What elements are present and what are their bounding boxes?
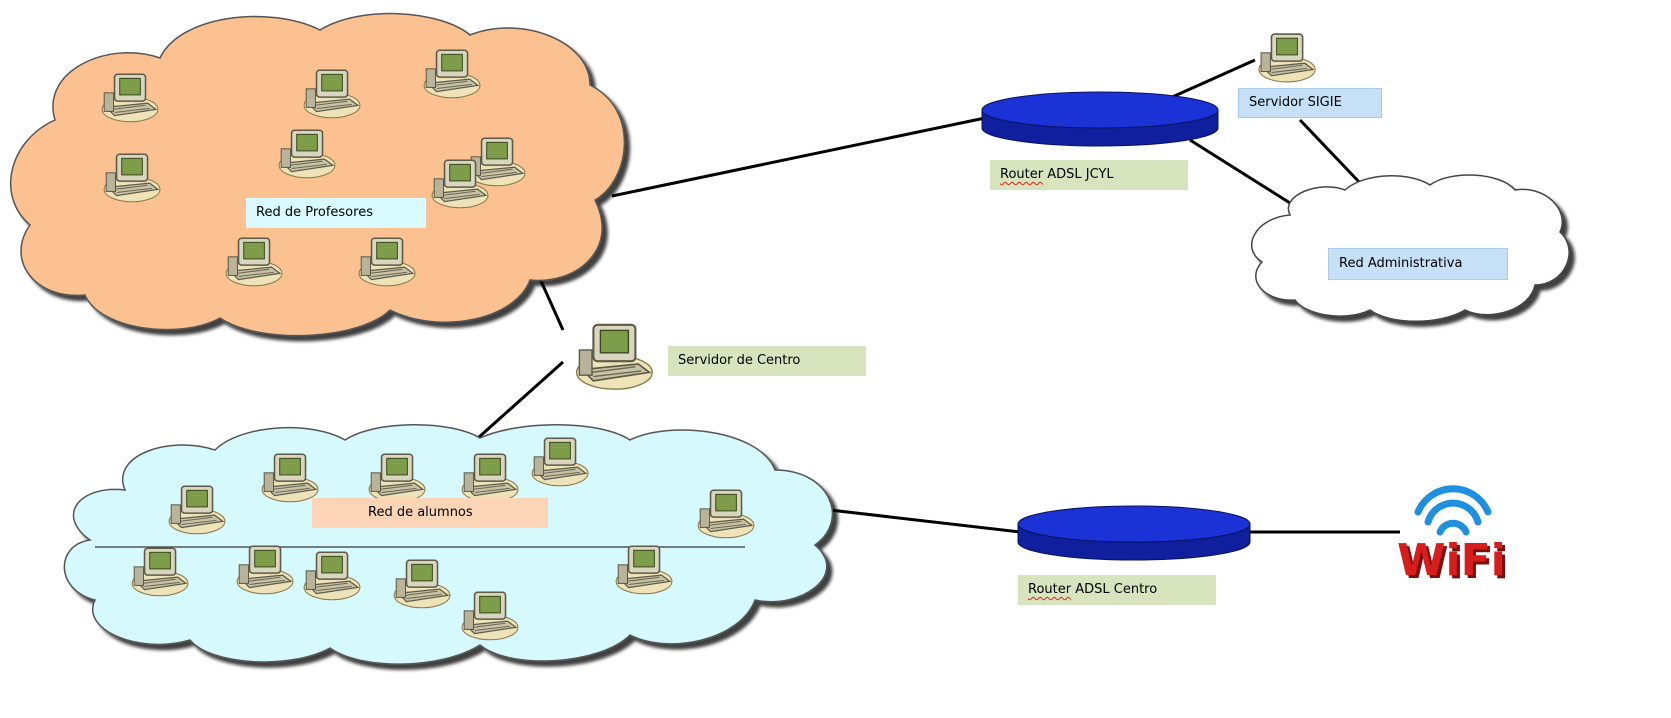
router-jcyl-icon (981, 91, 1219, 147)
label-red-profesores: Red de Profesores (246, 198, 426, 228)
router-centro-word: Router (1028, 582, 1072, 597)
label-router-jcyl: Router ADSL JCYL (990, 160, 1188, 190)
link-alumnos-router-centro (829, 508, 1021, 534)
label-red-administrativa: Red Administrativa (1328, 248, 1508, 280)
router-jcyl-rest: ADSL JCYL (1043, 167, 1114, 182)
wifi-text: WiFi (1397, 535, 1506, 586)
link-sigie-admin (1298, 118, 1364, 187)
server-computer-icon (575, 323, 654, 391)
router-centro-icon (1017, 505, 1251, 561)
router-centro-rest: ADSL Centro (1071, 582, 1158, 597)
alumnos-cloud (63, 424, 834, 665)
wifi-text-shadow: WiFi (1400, 538, 1509, 589)
label-red-alumnos: Red de alumnos (312, 498, 548, 528)
wifi-icon: WiFi WiFi (1397, 485, 1509, 589)
link-router-jcyl-sigie (1169, 58, 1256, 100)
link-servidor-alumnos (477, 360, 564, 440)
connection-lines (477, 58, 1400, 534)
link-router-jcyl-admin (1189, 138, 1291, 205)
label-router-centro: Router ADSL Centro (1018, 575, 1216, 605)
label-servidor-centro: Servidor de Centro (668, 346, 866, 376)
label-servidor-sigie: Servidor SIGIE (1238, 88, 1382, 118)
link-profesores-router-jcyl (611, 116, 986, 198)
router-jcyl-word: Router (1000, 167, 1044, 182)
sigie-computer-icon (1258, 33, 1316, 83)
